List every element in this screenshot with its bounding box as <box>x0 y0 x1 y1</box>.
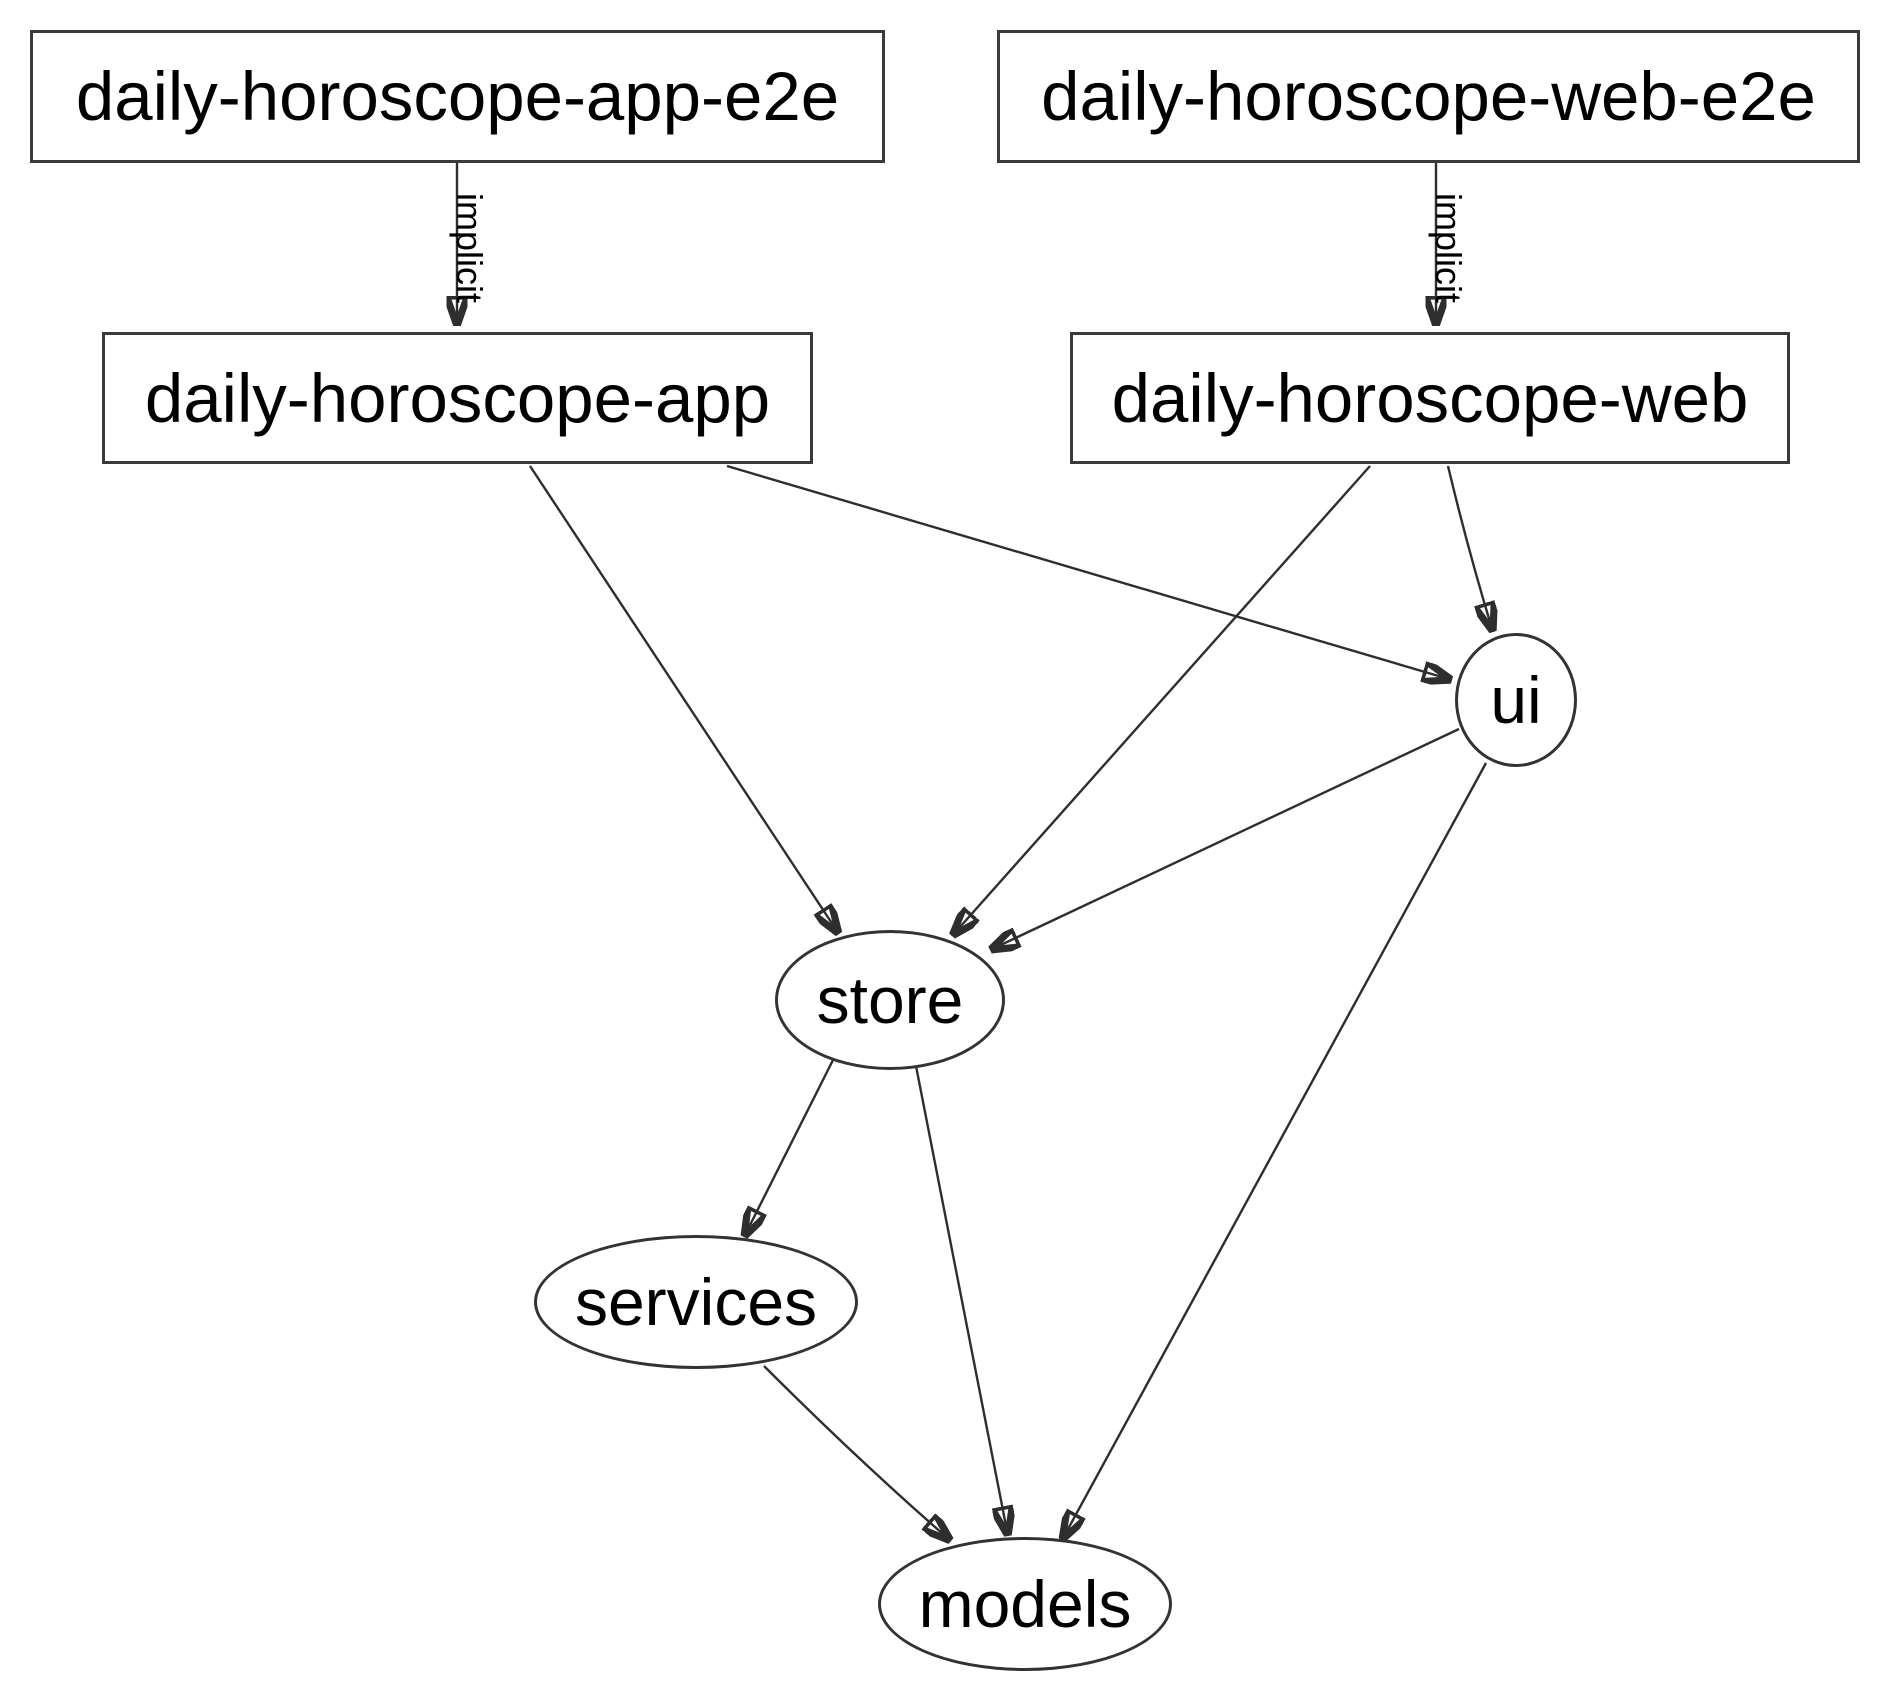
node-models[interactable]: models <box>878 1537 1172 1671</box>
node-label: daily-horoscope-app-e2e <box>75 58 840 135</box>
edge-label-implicit-app: implicit <box>449 192 490 304</box>
edge-store-to-models <box>914 1065 1008 1536</box>
node-daily-horoscope-app[interactable]: daily-horoscope-app <box>102 332 813 464</box>
node-label: ui <box>1490 663 1542 737</box>
node-label: store <box>816 963 964 1037</box>
edge-daily-horoscope-app-to-ui <box>726 464 1452 680</box>
node-services[interactable]: services <box>534 1235 858 1369</box>
edge-store-to-services <box>744 1059 835 1237</box>
node-label: daily-horoscope-web <box>1111 359 1749 437</box>
edge-label-implicit-web: implicit <box>1428 192 1469 304</box>
node-daily-horoscope-app-e2e[interactable]: daily-horoscope-app-e2e <box>30 30 885 163</box>
node-label: models <box>918 1567 1132 1641</box>
edge-daily-horoscope-web-to-store <box>952 465 1371 936</box>
node-daily-horoscope-web[interactable]: daily-horoscope-web <box>1070 332 1790 464</box>
edge-daily-horoscope-app-to-store <box>528 465 839 934</box>
edge-daily-horoscope-web-to-ui <box>1446 465 1493 632</box>
node-daily-horoscope-web-e2e[interactable]: daily-horoscope-web-e2e <box>997 30 1860 163</box>
node-ui[interactable]: ui <box>1455 633 1577 767</box>
edge-ui-to-models <box>1062 762 1488 1540</box>
node-label: daily-horoscope-web-e2e <box>1041 58 1816 135</box>
edge-ui-to-store <box>990 727 1460 950</box>
node-label: services <box>574 1265 818 1339</box>
node-label: daily-horoscope-app <box>144 359 771 437</box>
node-store[interactable]: store <box>775 930 1005 1070</box>
edge-services-to-models <box>763 1365 951 1541</box>
